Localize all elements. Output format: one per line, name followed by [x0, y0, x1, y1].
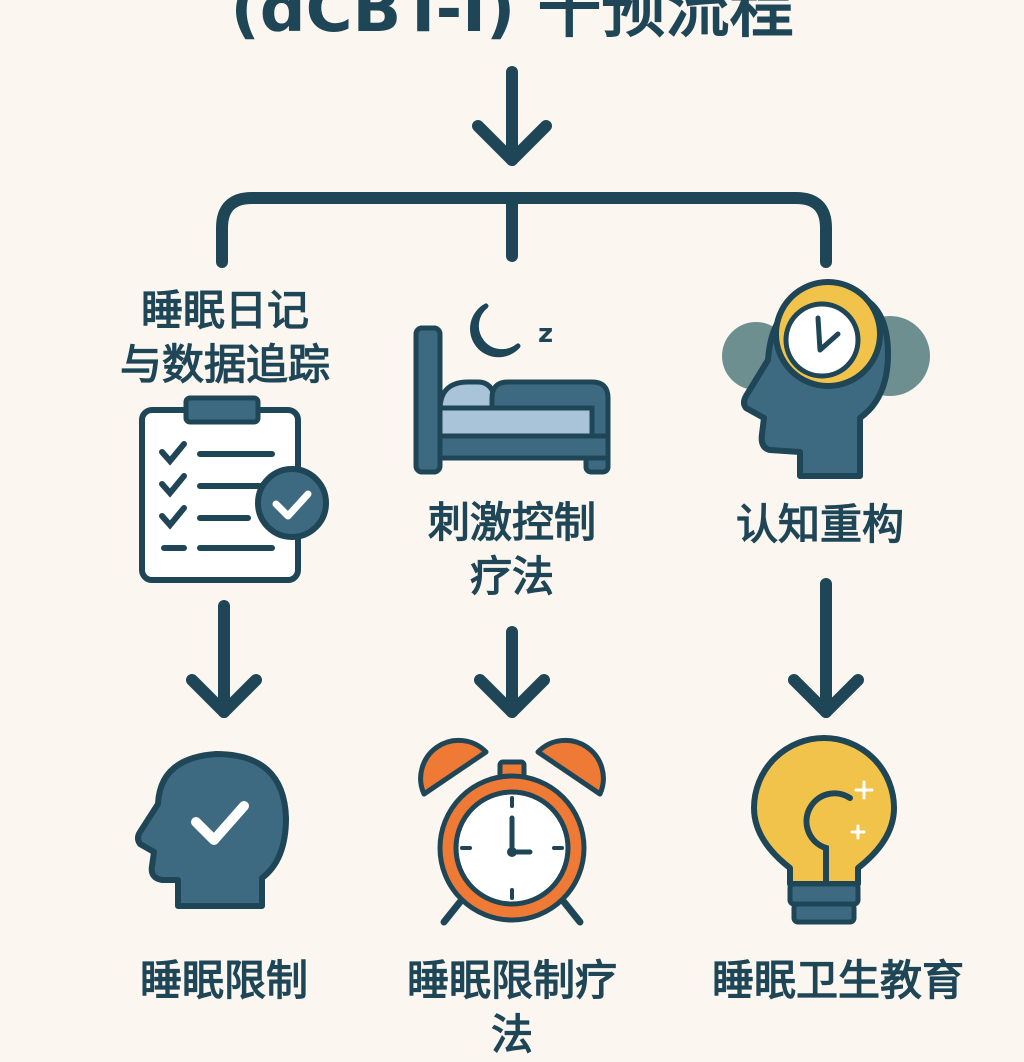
alarm-clock-icon — [418, 737, 606, 926]
step-stimulus-control-label: 刺激控制 疗法 — [386, 496, 638, 604]
step-sleep-restriction-therapy-line1: 睡眠限制疗 — [406, 956, 617, 1005]
head-check-icon — [135, 751, 289, 909]
lightbulb-icon — [751, 735, 897, 925]
step-sleep-hygiene-line1: 睡眠卫生教育 — [711, 956, 964, 1005]
clipboard-checklist-icon — [139, 395, 329, 583]
step-sleep-restriction-therapy-label: 睡眠限制疗 法 — [382, 954, 642, 1062]
step-cognitive-restructuring-line1: 认知重构 — [735, 500, 904, 549]
step-sleep-diary-line1: 睡眠日记 — [140, 286, 309, 335]
bed-moon-icon — [413, 303, 611, 475]
step-sleep-restriction-therapy-line2: 法 — [490, 1010, 533, 1059]
top-arrow — [472, 66, 552, 166]
down-arrows — [186, 578, 864, 718]
step-stimulus-control-line1: 刺激控制 — [427, 498, 596, 547]
diagram-title: (dCBT-I) 干预流程 — [230, 0, 794, 47]
branch-connector — [216, 192, 832, 268]
step-sleep-restriction-label: 睡眠限制 — [104, 954, 344, 1008]
sleep-z-text: z — [538, 319, 553, 349]
step-sleep-diary-line2: 与数据追踪 — [119, 340, 330, 389]
step-sleep-hygiene-label: 睡眠卫生教育 — [688, 954, 988, 1008]
step-cognitive-restructuring-label: 认知重构 — [700, 498, 940, 552]
step-stimulus-control-line2: 疗法 — [469, 552, 554, 601]
flow-diagram: z — [135, 66, 930, 926]
head-clock-icon — [722, 279, 930, 479]
step-sleep-restriction-line1: 睡眠限制 — [139, 956, 308, 1005]
step-sleep-diary-label: 睡眠日记 与数据追踪 — [100, 284, 350, 392]
